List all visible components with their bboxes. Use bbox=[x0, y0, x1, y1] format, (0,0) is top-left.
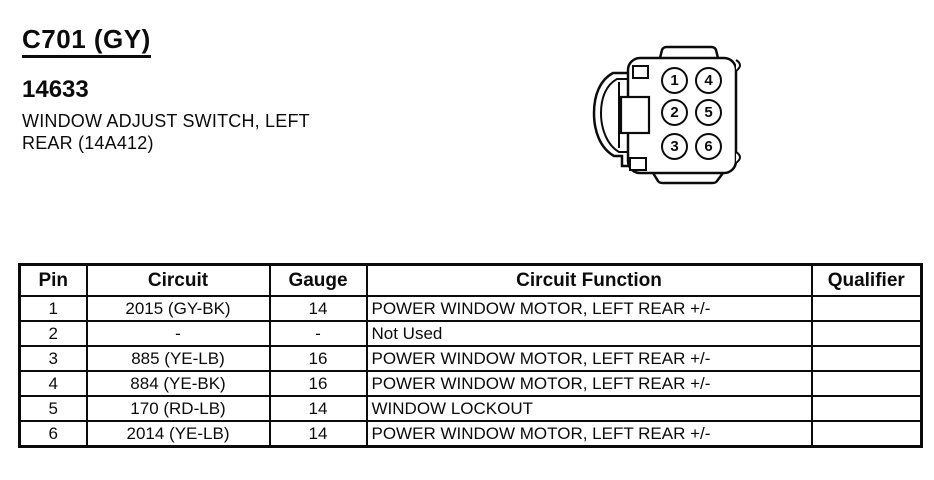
cell-function: WINDOW LOCKOUT bbox=[365, 395, 813, 422]
connector-keyway-bottom bbox=[629, 157, 647, 171]
component-description: WINDOW ADJUST SWITCH, LEFT REAR (14A412) bbox=[22, 110, 442, 154]
description-line-1: WINDOW ADJUST SWITCH, LEFT bbox=[22, 111, 310, 132]
connector-latch-inner-line bbox=[599, 78, 630, 153]
cell-pin: 1 bbox=[18, 295, 88, 322]
cell-qualifier bbox=[810, 345, 923, 372]
connector-right-nub-bottom bbox=[735, 151, 741, 164]
connector-pin-6: 6 bbox=[695, 133, 722, 160]
cell-circuit: 885 (YE-LB) bbox=[85, 345, 271, 372]
connector-latch-notch bbox=[619, 95, 651, 135]
connector-id-title: C701 (GY) bbox=[22, 25, 151, 59]
cell-function: POWER WINDOW MOTOR, LEFT REAR +/- bbox=[365, 345, 813, 372]
connector-pin-4: 4 bbox=[695, 67, 722, 94]
cell-circuit: 170 (RD-LB) bbox=[85, 395, 271, 422]
connector-top-tab bbox=[658, 45, 720, 59]
cell-gauge: 14 bbox=[268, 420, 368, 448]
cell-qualifier bbox=[810, 370, 923, 397]
cell-gauge: 16 bbox=[268, 345, 368, 372]
connector-diagram: 1 2 3 4 5 6 bbox=[586, 36, 750, 188]
header-block: C701 (GY) 14633 WINDOW ADJUST SWITCH, LE… bbox=[22, 25, 442, 154]
cell-pin: 2 bbox=[18, 320, 88, 347]
column-header-circuit: Circuit bbox=[85, 263, 271, 297]
cell-qualifier bbox=[810, 395, 923, 422]
cell-circuit: - bbox=[85, 320, 271, 347]
table-row: 2--Not Used bbox=[18, 320, 923, 347]
part-number: 14633 bbox=[22, 76, 89, 104]
cell-circuit: 2015 (GY-BK) bbox=[85, 295, 271, 322]
connector-pin-2: 2 bbox=[661, 99, 688, 126]
column-header-qualifier: Qualifier bbox=[810, 263, 923, 297]
cell-pin: 3 bbox=[18, 345, 88, 372]
description-line-2: REAR (14A412) bbox=[22, 133, 154, 154]
cell-pin: 6 bbox=[18, 420, 88, 448]
column-header-circuit-function: Circuit Function bbox=[365, 263, 813, 297]
connector-keyway-top bbox=[632, 65, 649, 79]
cell-circuit: 2014 (YE-LB) bbox=[85, 420, 271, 448]
cell-gauge: - bbox=[268, 320, 368, 347]
cell-function: Not Used bbox=[365, 320, 813, 347]
cell-pin: 4 bbox=[18, 370, 88, 397]
cell-qualifier bbox=[810, 320, 923, 347]
cell-circuit: 884 (YE-BK) bbox=[85, 370, 271, 397]
connector-pin-3: 3 bbox=[661, 133, 688, 160]
connector-right-nub-top bbox=[735, 59, 741, 72]
cell-gauge: 16 bbox=[268, 370, 368, 397]
cell-function: POWER WINDOW MOTOR, LEFT REAR +/- bbox=[365, 295, 813, 322]
column-header-gauge: Gauge bbox=[268, 263, 368, 297]
column-header-pin: Pin bbox=[18, 263, 88, 297]
cell-function: POWER WINDOW MOTOR, LEFT REAR +/- bbox=[365, 370, 813, 397]
cell-qualifier bbox=[810, 420, 923, 448]
cell-gauge: 14 bbox=[268, 395, 368, 422]
connector-bottom-tab bbox=[651, 172, 724, 185]
connector-pin-1: 1 bbox=[661, 67, 688, 94]
cell-function: POWER WINDOW MOTOR, LEFT REAR +/- bbox=[365, 420, 813, 448]
cell-pin: 5 bbox=[18, 395, 88, 422]
cell-qualifier bbox=[810, 295, 923, 322]
cell-gauge: 14 bbox=[268, 295, 368, 322]
connector-pin-5: 5 bbox=[695, 99, 722, 126]
